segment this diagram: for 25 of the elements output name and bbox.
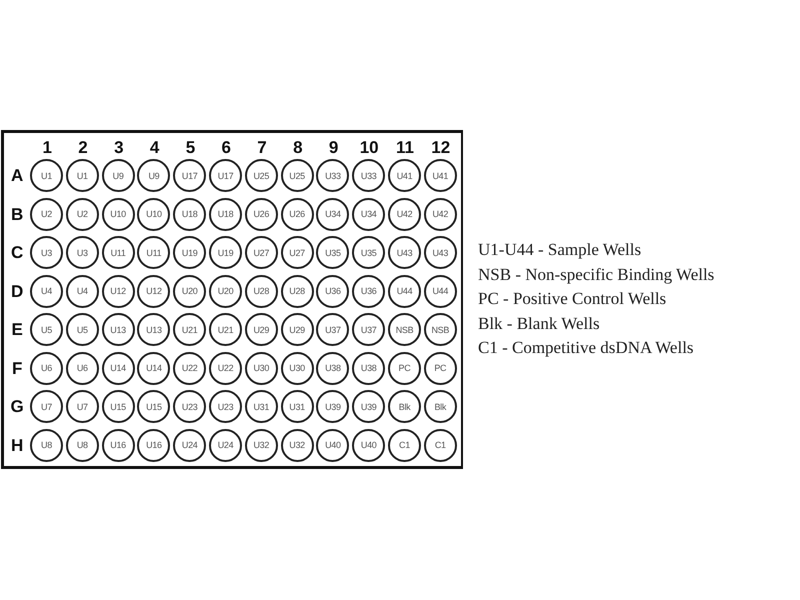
key-entry: NSB - Non-specific Binding Wells — [478, 264, 714, 284]
key-entry: Blk - Blank Wells — [478, 314, 600, 334]
column-number: 6 — [222, 139, 231, 157]
row-letter: B — [11, 206, 24, 224]
key-entry: U1-U44 - Sample Wells — [478, 240, 642, 260]
key-entry: PC - Positive Control Wells — [478, 289, 666, 309]
row-letter: A — [11, 167, 24, 185]
row-letter: E — [12, 321, 23, 339]
row-letter: G — [10, 398, 24, 416]
row-letter: D — [11, 282, 24, 300]
column-number: 9 — [328, 139, 338, 157]
row-letter: C — [11, 244, 24, 262]
column-number: 1 — [42, 139, 52, 157]
column-number: 11 — [396, 139, 414, 157]
column-number: 8 — [293, 139, 303, 157]
column-number: 5 — [186, 139, 196, 157]
column-number: 7 — [257, 139, 267, 157]
row-letter: H — [11, 436, 24, 454]
column-number: 12 — [431, 139, 450, 157]
column-number: 10 — [360, 139, 379, 157]
row-letter: F — [12, 360, 22, 378]
column-number: 4 — [150, 139, 160, 157]
column-number: 3 — [114, 139, 124, 157]
column-number: 2 — [78, 139, 88, 157]
key-entry: C1 - Competitive dsDNA Wells — [478, 338, 694, 358]
